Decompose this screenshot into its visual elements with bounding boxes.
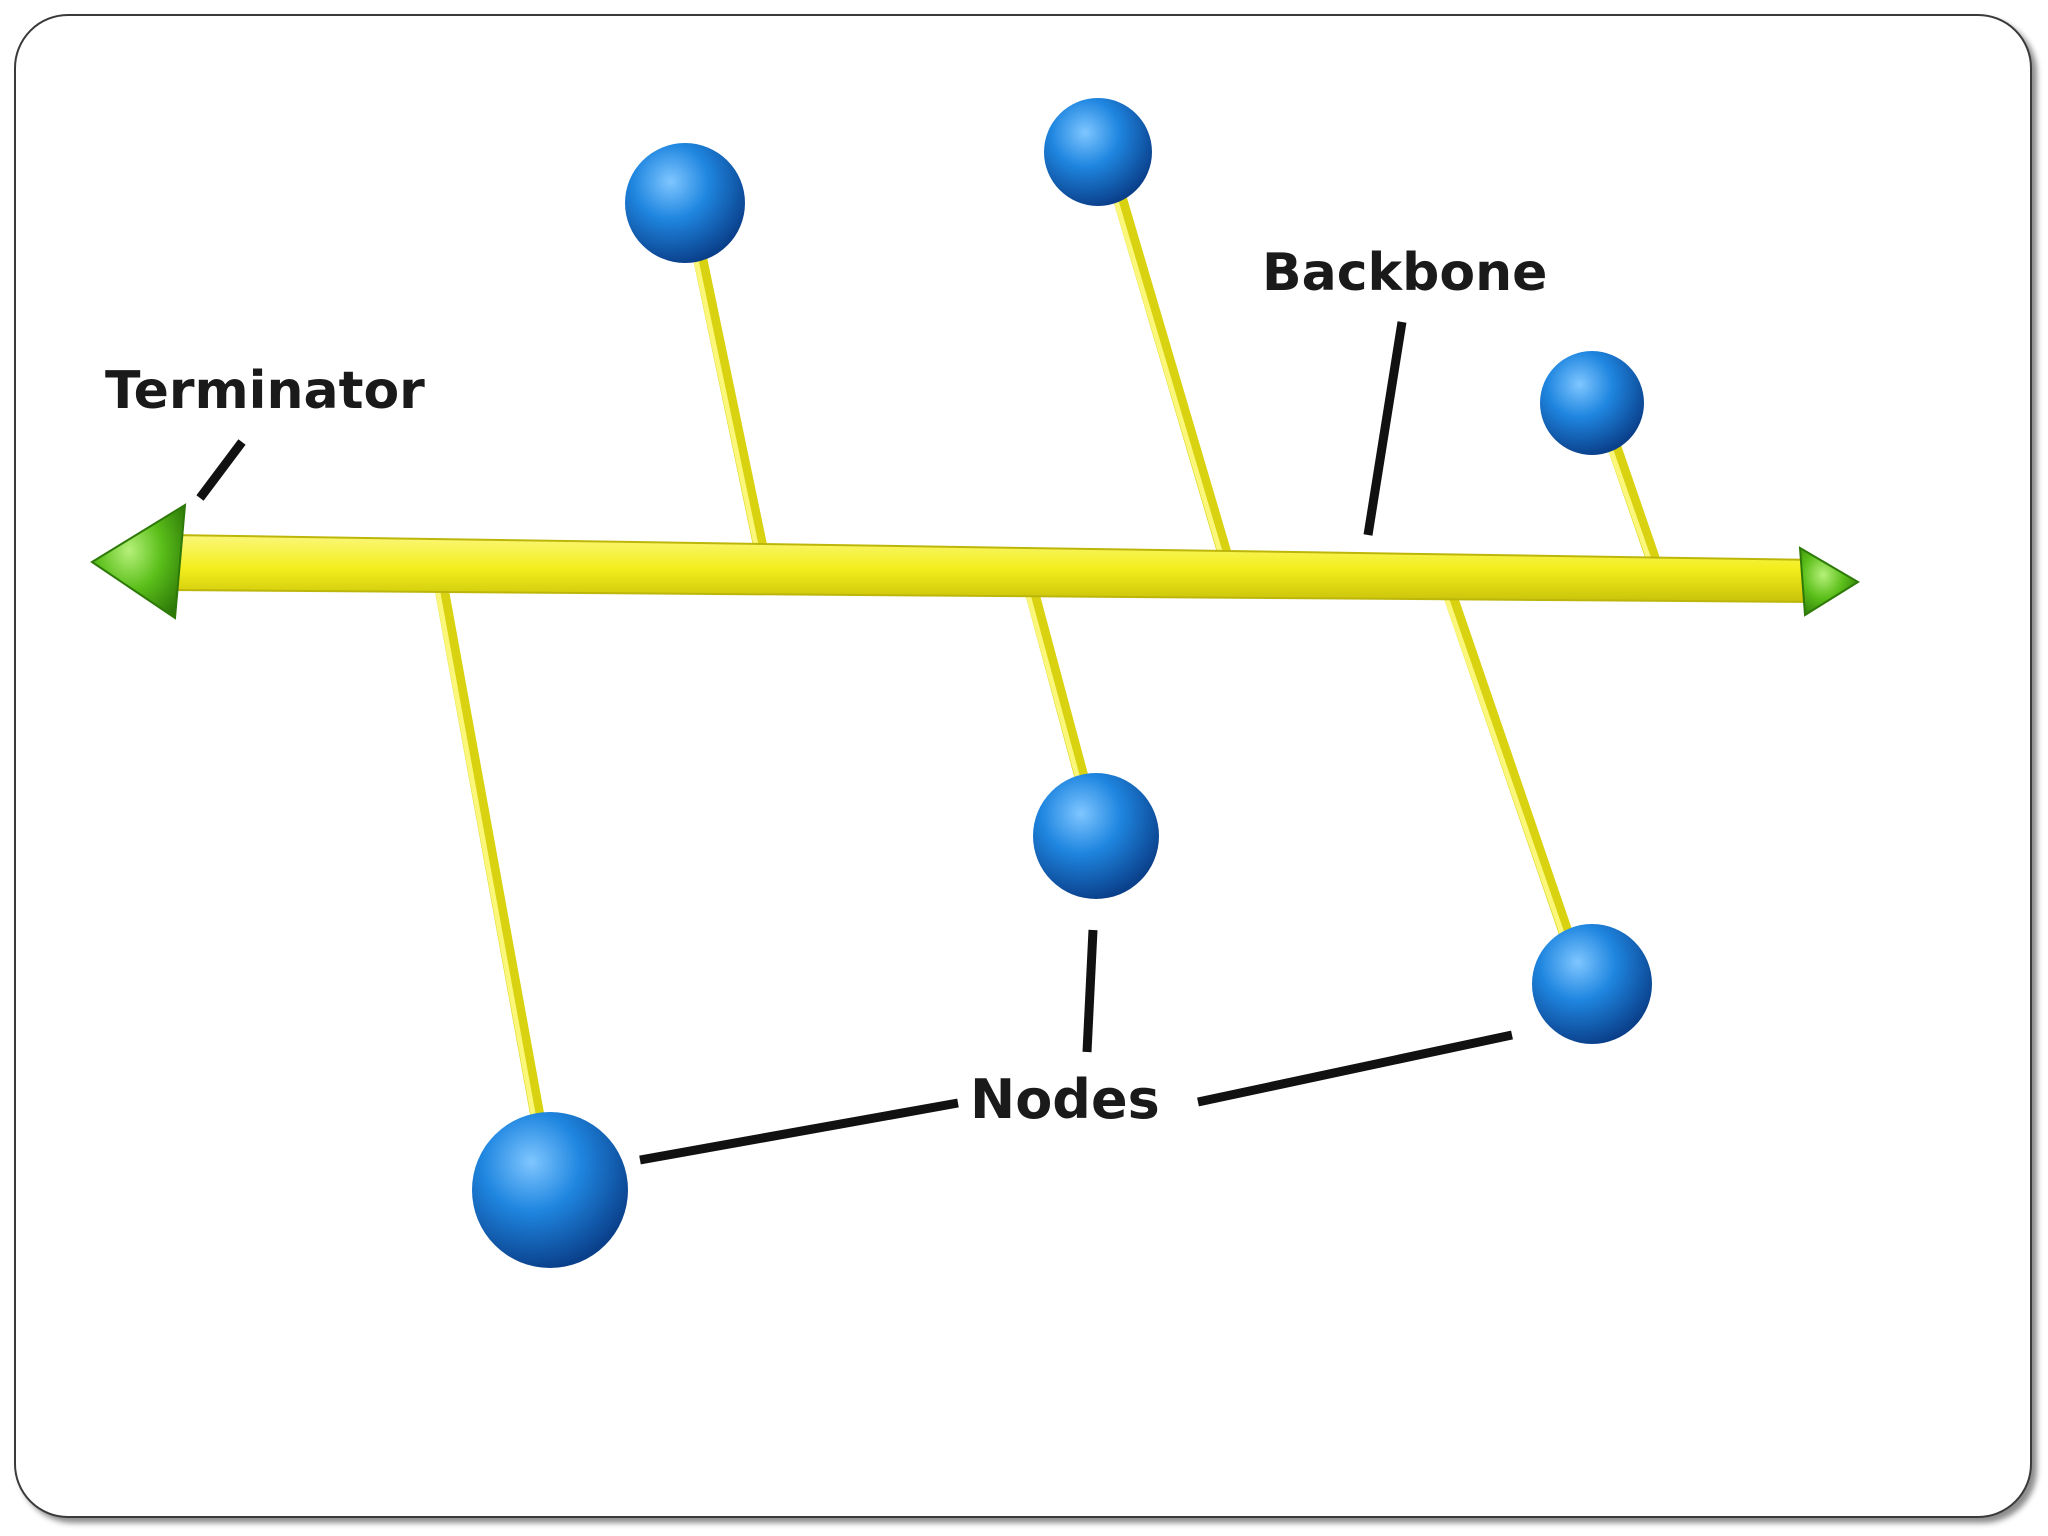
nodes-leader-right [1197, 1030, 1513, 1107]
drop-cable-bottom-3 [1443, 588, 1577, 952]
nodes-leader-center [1082, 929, 1098, 1053]
slide-frame [14, 14, 2032, 1518]
backbone-label: Backbone [1262, 243, 1547, 303]
terminator-leader [196, 439, 246, 501]
nodes-leader-left [639, 1098, 959, 1165]
node-bottom-1 [472, 1112, 628, 1268]
node-bottom-3 [1532, 924, 1652, 1044]
backbone-cable [169, 533, 1821, 604]
node-top-2 [1044, 98, 1152, 206]
node-top-1 [625, 143, 745, 263]
node-top-3 [1540, 351, 1644, 455]
terminator-left-icon [90, 503, 187, 620]
drop-cable-bottom-1 [433, 573, 547, 1137]
terminator-label: Terminator [105, 361, 425, 421]
nodes-group [472, 98, 1652, 1268]
backbone-leader [1363, 321, 1407, 536]
drop-cable-bottom-2 [1023, 578, 1092, 797]
terminator-right-icon [1798, 546, 1860, 617]
nodes-label: Nodes [970, 1068, 1160, 1131]
drop-cable-top-2 [1103, 158, 1232, 562]
leader-lines [196, 321, 1513, 1165]
drop-cables [433, 158, 1662, 1137]
node-bottom-2 [1033, 773, 1159, 899]
drop-cable-top-1 [683, 203, 767, 552]
